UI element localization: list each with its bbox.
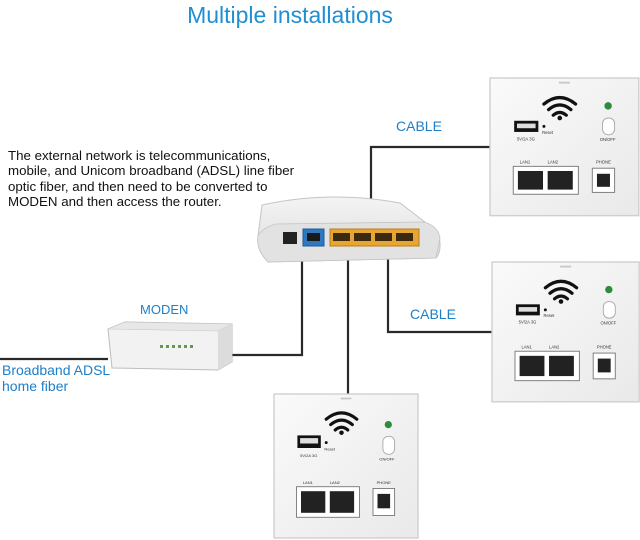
lan-ports [296,486,360,518]
broadband-label-line2: home fiber [2,378,69,394]
onoff-label: ON/OFF [600,137,616,142]
broadband-label: Broadband ADSL home fiber [2,362,110,394]
phone-label: PHONE [596,160,611,165]
usb-label: 5V/2A 3G [519,320,537,325]
network-description: The external network is telecommunicatio… [8,148,295,209]
usb-port [297,435,321,448]
modem-indicator-lights [160,345,193,348]
wifi-icon [543,279,579,301]
reset-label: Reset [544,313,556,318]
power-led [605,285,613,294]
wall-panel-bottom: 5V/2A 3G Reset ON/OFF LAN1 LAN2 PHONE [273,393,419,539]
lan-ports [512,165,579,195]
phone-port [591,167,616,193]
wifi-icon [542,95,578,117]
cables [0,145,493,398]
cable-router-to-panel-middle [386,250,493,334]
lan2-label: LAN2 [330,480,341,485]
cable-modem-to-router [232,256,304,357]
power-led [384,421,392,429]
cable-label-middle: CABLE [410,306,456,322]
usb-label: 5V/2A 3G [517,136,535,141]
router [257,196,441,263]
onoff-label: ON/OFF [379,457,395,462]
reset-button [543,308,547,312]
phone-port [592,352,616,380]
wifi-icon [324,411,359,432]
lan1-label: LAN1 [303,480,314,485]
reset-button [324,441,328,445]
reset-label: Reset [324,447,335,452]
cable-label-top: CABLE [396,118,442,134]
reset-button [542,124,546,128]
power-led [604,102,612,110]
onoff-switch [602,301,616,319]
usb-port [515,304,540,316]
lan1-label: LAN1 [520,160,531,165]
phone-label: PHONE [597,344,612,349]
onoff-switch [382,435,396,455]
moden-label: MODEN [140,302,189,317]
diagram-title: Multiple installations [187,2,393,28]
phone-port [372,488,396,516]
reset-label: Reset [542,130,554,135]
modem [107,321,233,371]
onoff-label: ON/OFF [601,321,617,326]
router-lan-ports [329,228,420,247]
lan2-label: LAN2 [549,344,560,349]
wall-panel-middle: 5V/2A 3G Reset ON/OFF LAN1 LAN2 PHONE [491,261,640,403]
usb-port [514,120,539,132]
onoff-switch [602,117,616,136]
phone-label: PHONE [377,480,392,485]
lan2-label: LAN2 [548,160,559,165]
wall-panel-top: 5V/2A 3G Reset ON/OFF LAN1 LAN2 PHONE [489,77,640,217]
broadband-label-line1: Broadband ADSL [2,362,111,378]
router-power-port [283,232,297,244]
lan1-label: LAN1 [521,344,532,349]
lan-ports [514,350,580,382]
usb-label: 5V/2A 3G [300,453,317,458]
